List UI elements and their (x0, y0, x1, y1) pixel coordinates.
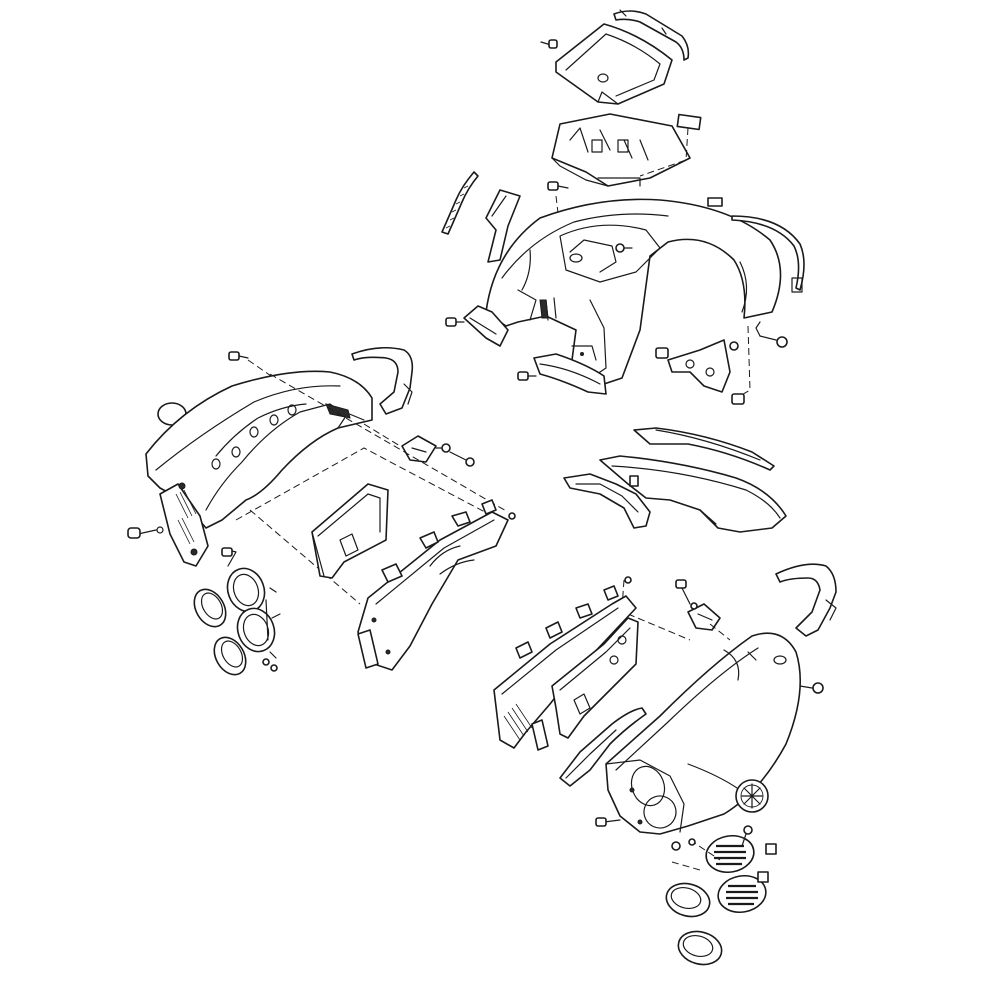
left-small-bracket (401, 435, 475, 467)
left-flex-strip (441, 171, 479, 235)
cowl-clip-strip (613, 9, 690, 61)
right-cable-strip (775, 563, 837, 637)
rear-fender (485, 198, 782, 387)
left-side-cover (145, 370, 373, 529)
right-taillight-lens (665, 882, 723, 966)
carrier-bracket (551, 113, 691, 187)
left-inner-panel (311, 483, 389, 579)
label-plate (676, 113, 702, 131)
screw-top-cowl (540, 39, 558, 49)
fender-side-bracket (485, 189, 521, 263)
fender-trim-strip (731, 215, 805, 293)
right-small-bracket (675, 579, 721, 631)
rear-fender-assembly (441, 9, 805, 405)
right-inner-panel (551, 617, 639, 739)
side-cover-trim-panel (563, 427, 787, 533)
screw-right-lower (595, 817, 621, 827)
fender-stay-bracket (655, 339, 745, 405)
left-taillight-rings (221, 547, 276, 653)
fender-label (707, 197, 723, 207)
screw-right-cover (799, 682, 824, 694)
screw-fender-right (755, 321, 788, 348)
right-small-screw (671, 838, 696, 851)
right-cover-trim (559, 707, 647, 787)
screw-carrier (547, 181, 569, 191)
screw-fender-center (615, 243, 633, 253)
fender-lower-trim (517, 353, 607, 395)
screw-left-top (228, 351, 249, 361)
fender-left-bracket (445, 305, 509, 347)
left-cable-strip (351, 346, 414, 415)
left-taillight-lens (193, 588, 247, 676)
left-gasket-panel (357, 499, 516, 671)
right-gasket-panel (493, 576, 637, 751)
right-side-cover-assembly (493, 563, 837, 966)
left-side-cover-assembly (127, 346, 516, 676)
left-cover-end-plate (159, 482, 209, 567)
rear-cowl-cover (555, 23, 673, 105)
screw-left-cover (127, 526, 164, 539)
right-taillight-rings (705, 825, 777, 914)
tuning-fork-emblem (735, 779, 769, 813)
left-bulb-sockets (262, 587, 281, 672)
